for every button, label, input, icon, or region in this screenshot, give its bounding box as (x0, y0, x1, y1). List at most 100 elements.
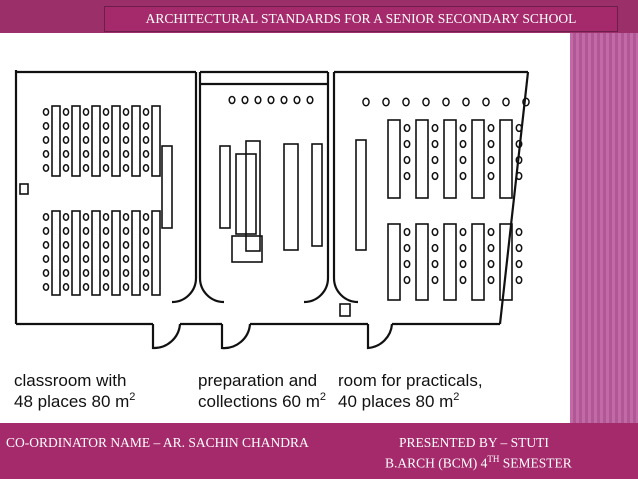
side-stripe (570, 33, 638, 423)
lab-bench (415, 223, 429, 301)
seat (142, 241, 150, 249)
seat (62, 136, 70, 144)
seat (122, 227, 130, 235)
lab-seat (487, 227, 495, 237)
seat (62, 164, 70, 172)
lab-seat (487, 259, 495, 269)
lab-seat (459, 243, 467, 253)
seat (102, 150, 110, 158)
door-arc-3 (303, 277, 330, 304)
sink-room3 (339, 303, 351, 317)
seat (122, 213, 130, 221)
lab-seat (459, 155, 467, 165)
seat (142, 136, 150, 144)
seat (42, 122, 50, 130)
seat (82, 150, 90, 158)
seat (142, 255, 150, 263)
lab-seat (487, 139, 495, 149)
lab-seat (403, 259, 411, 269)
seat (122, 164, 130, 172)
lab-seat (515, 243, 523, 253)
room1-caption-line2: 48 places 80 m2 (14, 391, 135, 411)
presenter-name: PRESENTED BY – STUTI (399, 435, 549, 450)
seat (82, 241, 90, 249)
desk-strip (131, 210, 141, 296)
lab-seat (459, 123, 467, 133)
seat (42, 241, 50, 249)
seat (62, 213, 70, 221)
lab-seat (487, 275, 495, 285)
desk-strip (91, 210, 101, 296)
lab-seat (403, 155, 411, 165)
seat (42, 227, 50, 235)
seat (102, 108, 110, 116)
seat (42, 108, 50, 116)
desk-strip (151, 105, 161, 177)
lab-seat (515, 139, 523, 149)
chair-room3 (522, 97, 530, 107)
room2-caption-line1: preparation and (198, 371, 317, 390)
lab-bench (471, 119, 485, 199)
room2-caption-line2: collections 60 m2 (198, 391, 326, 411)
lab-seat (459, 275, 467, 285)
lab-seat (515, 123, 523, 133)
seat (102, 241, 110, 249)
chair-room2 (254, 95, 262, 105)
desk-strip (51, 210, 61, 296)
desk-strip (151, 210, 161, 296)
floor-plan-lines (14, 70, 530, 350)
seat (62, 122, 70, 130)
seat (102, 255, 110, 263)
lab-bench (499, 223, 513, 301)
seat (142, 164, 150, 172)
floor-plan-area: classroom with 48 places 80 m2 preparati… (0, 36, 570, 422)
seat (82, 108, 90, 116)
chair-room3 (362, 97, 370, 107)
teacher-bench-room3 (355, 139, 367, 251)
lab-seat (515, 171, 523, 181)
seat (122, 136, 130, 144)
lab-seat (487, 243, 495, 253)
seat (42, 269, 50, 277)
door-bottom-3 (366, 323, 394, 350)
seat (42, 255, 50, 263)
seat (82, 255, 90, 263)
seat (82, 164, 90, 172)
chair-room2 (241, 95, 249, 105)
lab-seat (403, 171, 411, 181)
lab-bench (415, 119, 429, 199)
coordinator-name: CO-ORDINATOR NAME – AR. SACHIN CHANDRA (6, 435, 309, 450)
seat (42, 283, 50, 291)
lab-bench (387, 119, 401, 199)
chair-room2 (280, 95, 288, 105)
lab-seat (431, 243, 439, 253)
seat (62, 283, 70, 291)
seat (102, 122, 110, 130)
lab-bench (471, 223, 485, 301)
seat (62, 269, 70, 277)
desk-strip (71, 210, 81, 296)
seat (122, 241, 130, 249)
lab-seat (487, 171, 495, 181)
lab-seat (431, 259, 439, 269)
seat (82, 269, 90, 277)
chair-room3 (382, 97, 390, 107)
door-bottom-2 (220, 323, 252, 350)
seat (62, 227, 70, 235)
chair-room3 (462, 97, 470, 107)
door-arc-1 (171, 277, 198, 304)
room3-caption-line2: 40 places 80 m2 (338, 391, 459, 411)
lab-seat (431, 139, 439, 149)
seat (42, 136, 50, 144)
seat (102, 283, 110, 291)
desk-strip (91, 105, 101, 177)
seat (122, 283, 130, 291)
presenter-course: B.ARCH (BCM) 4TH SEMESTER (385, 454, 572, 471)
slide-title: ARCHITECTURAL STANDARDS FOR A SENIOR SEC… (145, 11, 577, 26)
seat (142, 283, 150, 291)
lab-seat (403, 275, 411, 285)
door-bottom-1 (151, 323, 182, 350)
seat (142, 213, 150, 221)
seat (102, 136, 110, 144)
desk-strip (111, 105, 121, 177)
